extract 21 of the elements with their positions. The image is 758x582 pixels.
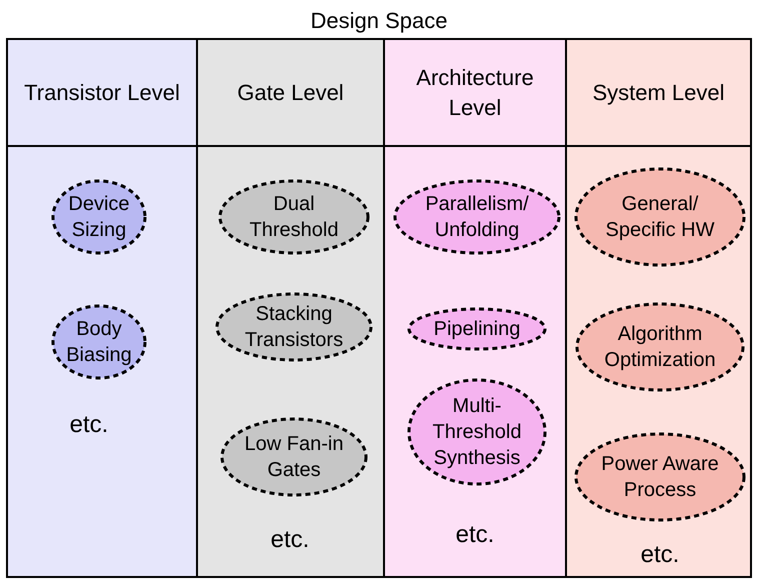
dashed-ellipse: Parallelism/ Unfolding xyxy=(393,179,561,255)
dashed-ellipse: Multi- Threshold Synthesis xyxy=(407,378,547,486)
dashed-ellipse: Algorithm Optimization xyxy=(575,302,745,392)
note-text: etc. xyxy=(270,526,310,554)
dashed-ellipse: Power Aware Process xyxy=(574,432,746,522)
column-heading: System Level xyxy=(567,40,750,147)
dashed-ellipse: Pipelining xyxy=(407,307,547,351)
diagram-title: Design Space xyxy=(310,8,448,34)
dashed-ellipse: Device Sizing xyxy=(51,179,147,255)
dashed-ellipse: Body Biasing xyxy=(51,304,147,380)
note-text: etc. xyxy=(70,411,108,439)
column-panel xyxy=(383,38,567,578)
column-panel xyxy=(565,38,752,578)
column-panel xyxy=(196,38,385,578)
dashed-ellipse: Dual Threshold xyxy=(218,179,370,255)
dashed-ellipse: Low Fan-in Gates xyxy=(220,417,368,497)
note-text: etc. xyxy=(640,541,680,569)
dashed-ellipse: Stacking Transistors xyxy=(215,292,373,362)
note-text: etc. xyxy=(456,521,494,549)
dashed-ellipse: General/ Specific HW xyxy=(574,167,746,267)
column-panel xyxy=(6,38,198,578)
